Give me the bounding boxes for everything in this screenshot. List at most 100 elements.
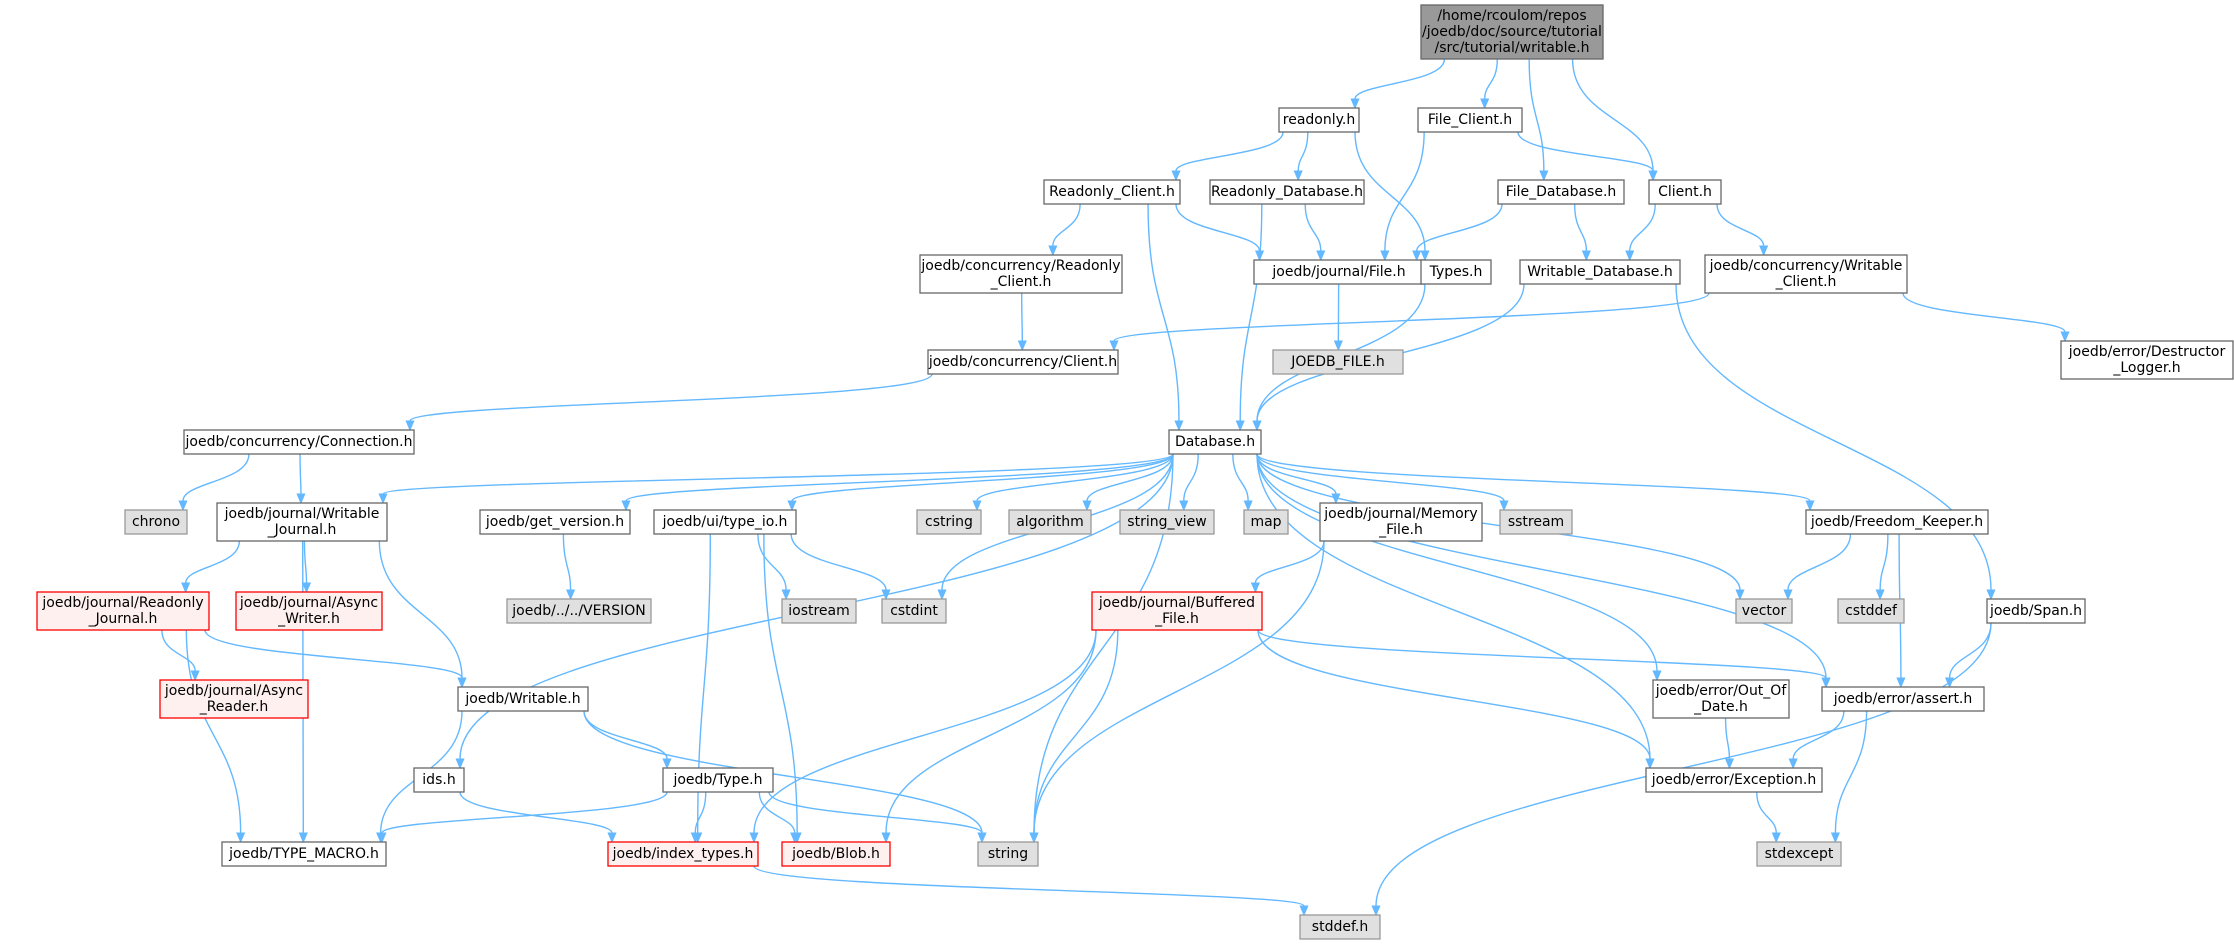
edge-line	[768, 791, 983, 834]
edge-conc_writable_client-to-conc_client	[1109, 292, 1710, 352]
node-type-macro[interactable]: joedb/TYPE_MACRO.h	[221, 841, 387, 867]
edge-line	[1716, 203, 1765, 247]
node-chrono: chrono	[124, 509, 188, 535]
arrowhead-icon	[607, 832, 617, 844]
arrowhead-icon	[1316, 250, 1326, 262]
edge-writable-to-type	[583, 710, 672, 770]
arrowhead-icon	[937, 589, 947, 601]
node-box	[221, 841, 387, 867]
edge-line	[204, 629, 463, 679]
edge-line	[1756, 791, 1777, 834]
node-box	[1805, 509, 1989, 535]
node-box	[1652, 679, 1790, 719]
node-assert[interactable]: joedb/error/assert.h	[1821, 686, 1985, 712]
edge-line	[303, 540, 308, 584]
edge-type-to-index_types	[690, 791, 707, 844]
node-label: joedb/journal/Writable	[224, 506, 380, 522]
node-destructor-logger[interactable]: joedb/error/Destructor_Logger.h	[2060, 340, 2234, 380]
edge-database-to-string_view	[1179, 453, 1199, 512]
node-conc-writable-client[interactable]: joedb/concurrency/Writable_Client.h	[1704, 254, 1908, 294]
edge-database-to-get_version	[621, 453, 1174, 512]
node-cstring: cstring	[916, 509, 982, 535]
node-memory-file[interactable]: joedb/journal/Memory_File.h	[1319, 502, 1483, 542]
arrowhead-icon	[457, 677, 467, 689]
node-label: cstring	[925, 514, 973, 530]
node-readonly[interactable]: readonly.h	[1278, 107, 1360, 133]
edge-type-to-string	[768, 791, 987, 844]
node-file-client[interactable]: File_Client.h	[1417, 107, 1523, 133]
edge-line	[1254, 540, 1325, 584]
node-writable-database[interactable]: Writable_Database.h	[1519, 259, 1681, 285]
edge-database-to-assert	[1256, 453, 1831, 689]
node-box	[479, 509, 631, 535]
arrowhead-icon	[1174, 420, 1184, 432]
node-types[interactable]: Types.h	[1420, 259, 1492, 285]
node-journal-file[interactable]: joedb/journal/File.h	[1253, 259, 1425, 285]
edge-index_types-to-stddef	[753, 865, 1309, 917]
node-type-io[interactable]: joedb/ui/type_io.h	[653, 509, 797, 535]
node-freedom-keeper[interactable]: joedb/Freedom_Keeper.h	[1805, 509, 1989, 535]
node-exception[interactable]: joedb/error/Exception.h	[1645, 767, 1823, 793]
node-conc-readonly-client[interactable]: joedb/concurrency/Readonly_Client.h	[919, 254, 1123, 294]
node-blob: joedb/Blob.h	[781, 841, 891, 867]
node-label: File_Database.h	[1506, 184, 1617, 200]
node-readonly-journal: joedb/journal/Readonly_Journal.h	[36, 591, 210, 631]
node-database[interactable]: Database.h	[1168, 429, 1262, 455]
arrowhead-icon	[1420, 250, 1430, 262]
edge-exception-to-stdexcept	[1756, 791, 1781, 844]
arrowhead-icon	[301, 582, 312, 594]
node-conc-client[interactable]: joedb/concurrency/Client.h	[927, 349, 1119, 375]
edge-buffered_file-to-exception	[1257, 629, 1655, 770]
edge-line	[1416, 203, 1503, 252]
node-label: ids.h	[422, 772, 455, 788]
edge-connection-to-writable_journal	[296, 453, 306, 505]
arrowhead-icon	[1581, 250, 1591, 262]
node-box	[1986, 598, 2086, 624]
node-label: string	[988, 846, 1028, 862]
edge-line	[1902, 292, 2066, 333]
node-writable[interactable]: joedb/Writable.h	[457, 686, 589, 712]
node-ids[interactable]: ids.h	[413, 767, 465, 793]
node-writable-journal[interactable]: joedb/journal/Writable_Journal.h	[216, 502, 388, 542]
node-span[interactable]: joedb/Span.h	[1986, 598, 2086, 624]
node-box	[36, 591, 210, 631]
edge-line	[1052, 203, 1081, 247]
node-box	[653, 509, 797, 535]
node-connection[interactable]: joedb/concurrency/Connection.h	[183, 429, 415, 455]
node-box	[1420, 259, 1492, 285]
arrowhead-icon	[378, 493, 388, 505]
node-type[interactable]: joedb/Type.h	[662, 767, 774, 793]
node-label: /joedb/doc/source/tutorial	[1422, 24, 1602, 40]
edge-buffered_file-to-string	[1029, 629, 1119, 844]
arrowhead-icon	[662, 758, 672, 770]
node-readonly-client[interactable]: Readonly_Client.h	[1043, 179, 1181, 205]
node-label: joedb/concurrency/Client.h	[928, 354, 1117, 370]
node-root[interactable]: /home/rcoulom/repos/joedb/doc/source/tut…	[1420, 4, 1604, 60]
node-get-version[interactable]: joedb/get_version.h	[479, 509, 631, 535]
edge-file_database-to-writable_database	[1573, 203, 1591, 262]
arrowhead-icon	[1048, 245, 1058, 257]
node-readonly-database[interactable]: Readonly_Database.h	[1209, 179, 1365, 205]
node-label: stddef.h	[1312, 919, 1368, 935]
nodes-layer: /home/rcoulom/repos/joedb/doc/source/tut…	[36, 4, 2234, 940]
edge-root-to-file_client	[1480, 58, 1498, 110]
node-box	[235, 591, 383, 631]
arrowhead-icon	[972, 500, 982, 512]
node-label: joedb/Freedom_Keeper.h	[1810, 514, 1983, 530]
node-client[interactable]: Client.h	[1648, 179, 1722, 205]
node-label: joedb/error/assert.h	[1833, 691, 1973, 707]
edge-connection-to-chrono	[178, 453, 250, 512]
node-file-database[interactable]: File_Database.h	[1497, 179, 1625, 205]
edge-line	[1948, 622, 1992, 679]
arrowhead-icon	[1480, 98, 1490, 110]
edge-line	[1256, 453, 1827, 679]
edge-line	[1175, 203, 1261, 252]
node-box	[1168, 429, 1262, 455]
edge-line	[763, 533, 798, 834]
edge-conc_writable_client-to-destructor_logger	[1902, 292, 2070, 343]
node-label: joedb/journal/Async	[164, 683, 303, 699]
node-label: algorithm	[1016, 514, 1084, 530]
node-out-of-date[interactable]: joedb/error/Out_Of_Date.h	[1652, 679, 1790, 719]
edge-readonly-to-readonly_database	[1293, 131, 1309, 182]
node-string: string	[977, 841, 1039, 867]
